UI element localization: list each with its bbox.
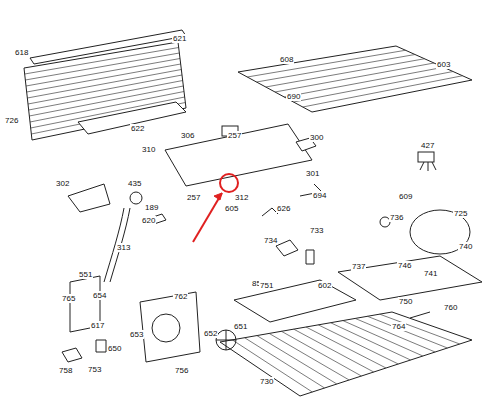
callout-number: 617	[90, 321, 105, 330]
hatch-stroke	[306, 327, 386, 368]
relay-parts	[276, 217, 390, 264]
callout-number: 751	[259, 281, 274, 290]
callout-number: 302	[55, 179, 70, 188]
callout-number: 310	[141, 145, 156, 154]
top-bracket	[30, 30, 186, 64]
callout-number: 608	[279, 55, 294, 64]
callout-number: 760	[443, 303, 458, 312]
shelf	[238, 46, 472, 112]
callout-number: 750	[398, 297, 413, 306]
fan-shroud	[140, 292, 200, 362]
callout-number: 651	[233, 322, 248, 331]
wires	[420, 162, 436, 171]
callout-number: 726	[4, 116, 19, 125]
callout-number: 746	[397, 261, 412, 270]
brackets	[62, 312, 430, 362]
callout-number: 189	[144, 203, 159, 212]
callout-number: 740	[458, 242, 473, 251]
callout-number: 435	[127, 179, 142, 188]
fan-motor	[152, 314, 180, 342]
arrow-head	[214, 193, 222, 200]
drip-tray	[78, 102, 186, 134]
callout-number: 725	[453, 209, 468, 218]
callout-number: 765	[61, 294, 76, 303]
callout-number: 621	[172, 34, 187, 43]
hatch-stroke	[269, 333, 349, 380]
callout-number: 301	[305, 169, 320, 178]
callout-number: 257	[186, 193, 201, 202]
hatch-stroke	[275, 63, 434, 92]
hatch-stroke	[380, 314, 460, 344]
callout-number: 730	[259, 377, 274, 386]
hatch-stroke	[28, 75, 182, 104]
bulb	[130, 192, 142, 204]
condenser	[220, 312, 472, 396]
hatch-stroke	[303, 76, 463, 107]
hatch-stroke	[318, 325, 398, 364]
hatch-stroke	[232, 340, 312, 392]
connector	[418, 152, 434, 162]
callout-number: 257	[227, 131, 242, 140]
hatch-stroke	[31, 103, 185, 135]
callout-number: 654	[92, 291, 107, 300]
hatch-stroke	[27, 70, 181, 99]
callout-number: 312	[234, 193, 249, 202]
highlight-circle	[220, 174, 238, 192]
hatch-stroke	[294, 72, 454, 103]
callout-number: 653	[129, 330, 144, 339]
callout-number: 609	[398, 192, 413, 201]
hatch-stroke	[331, 323, 411, 360]
callout-number: 756	[174, 366, 189, 375]
callout-number: 602	[317, 281, 332, 290]
callout-number: 622	[130, 124, 145, 133]
callout-number: 300	[309, 133, 324, 142]
callout-number: 427	[420, 141, 435, 150]
base-plate	[338, 256, 482, 300]
callout-number: 618	[14, 48, 29, 57]
callout-number: 764	[391, 322, 406, 331]
callout-number: 650	[107, 344, 122, 353]
callout-number: 762	[173, 292, 188, 301]
callout-number: 313	[116, 243, 131, 252]
callout-number: 551	[78, 270, 93, 279]
callout-number: 736	[389, 213, 404, 222]
callout-number: 753	[87, 365, 102, 374]
drain-pan	[234, 280, 356, 322]
light-shield	[68, 184, 110, 212]
callout-number: 741	[423, 269, 438, 278]
callout-number: 603	[436, 60, 451, 69]
hatch-stroke	[26, 59, 180, 87]
hatch-stroke	[257, 55, 416, 83]
evaporator-coil	[24, 42, 186, 140]
hatch-stroke	[281, 331, 361, 376]
hatch-stroke	[284, 67, 443, 97]
callout-number: 734	[263, 236, 278, 245]
hatch-stroke	[247, 50, 405, 77]
hatch-stroke	[27, 64, 181, 92]
callout-number: 758	[58, 366, 73, 375]
callout-number: 306	[180, 131, 195, 140]
callout-number: 620	[141, 216, 156, 225]
cover	[165, 124, 312, 186]
callout-number: 737	[351, 262, 366, 271]
callout-number: 690	[286, 92, 301, 101]
callout-number: 733	[309, 226, 324, 235]
hatch-stroke	[367, 316, 447, 348]
callout-number: 652	[203, 329, 218, 338]
callout-number: 626	[276, 204, 291, 213]
callout-number: 694	[312, 191, 327, 200]
hatch-stroke	[355, 318, 435, 352]
callout-number: 605	[224, 204, 239, 213]
hatch-stroke	[245, 338, 325, 388]
hatch-stroke	[294, 329, 374, 372]
